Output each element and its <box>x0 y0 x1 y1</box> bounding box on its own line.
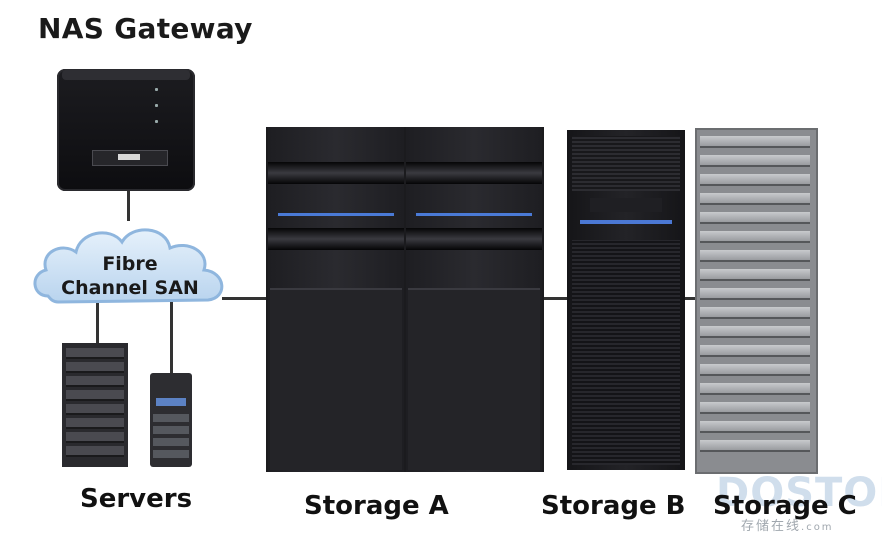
storage-a-bezel-band <box>406 228 542 250</box>
server-unit <box>66 390 124 401</box>
storage-c-label: Storage C <box>713 491 857 521</box>
storage-c-shelf <box>700 440 810 452</box>
cloud-label-line1: Fibre <box>102 253 158 275</box>
storage-c-shelf <box>700 421 810 433</box>
storage-a-blue-strip <box>416 213 532 216</box>
server-bay <box>153 414 189 422</box>
storage-c-shelf <box>700 402 810 414</box>
storage-c-shelf <box>700 250 810 262</box>
connector-storage-b-c <box>685 297 695 300</box>
storage-b-mesh-door <box>572 240 680 465</box>
diagram-title: NAS Gateway <box>38 12 253 45</box>
connector-san-server <box>96 300 99 343</box>
server-unit <box>66 348 124 359</box>
server-bay <box>153 438 189 446</box>
storage-a-label: Storage A <box>304 491 449 521</box>
storage-a-bezel-band <box>268 228 404 250</box>
watermark-suffix: .com <box>801 522 834 533</box>
connector-storage-a-b <box>544 297 567 300</box>
storage-c-shelf <box>700 364 810 376</box>
storage-a-bezel-band <box>268 162 404 184</box>
storage-c-shelf <box>700 212 810 224</box>
server-bay <box>153 450 189 458</box>
storage-b-logo-plate <box>590 198 662 212</box>
storage-c-shelf <box>700 288 810 300</box>
nas-led <box>155 88 158 91</box>
nas-led <box>155 104 158 107</box>
storage-a-lower-panel <box>408 288 540 470</box>
storage-b-label: Storage B <box>541 491 686 521</box>
storage-b-blue-strip <box>580 220 672 224</box>
storage-c-shelf <box>700 193 810 205</box>
storage-c-shelf <box>700 383 810 395</box>
watermark-cn-text: 存储在线.com <box>741 515 834 534</box>
storage-a-bezel-band <box>406 162 542 184</box>
connector-nas-san <box>127 191 130 221</box>
watermark-cn-main: 存储在线 <box>741 519 802 534</box>
server-bay <box>153 426 189 434</box>
fibre-channel-san-cloud <box>33 228 224 304</box>
connector-san-server <box>170 300 173 373</box>
nas-chassis <box>57 69 195 191</box>
nas-logo-plate <box>118 154 140 160</box>
storage-c-shelf <box>700 345 810 357</box>
server-unit <box>66 362 124 373</box>
server-unit <box>66 418 124 429</box>
storage-b-top-vents <box>572 136 680 191</box>
storage-a-blue-strip <box>278 213 394 216</box>
connector-san-storage-a <box>222 297 266 300</box>
watermark-logo: DOSTOR <box>716 470 882 516</box>
server-unit <box>66 432 124 443</box>
server-unit <box>66 376 124 387</box>
storage-c-shelf <box>700 269 810 281</box>
storage-c-shelf <box>700 231 810 243</box>
cloud-label-line2: Channel SAN <box>61 277 199 299</box>
nas-led <box>155 120 158 123</box>
nas-top-bezel <box>62 70 190 80</box>
storage-c-shelf <box>700 174 810 186</box>
storage-a-lower-panel <box>270 288 402 470</box>
server-blue-panel <box>156 398 186 406</box>
server-unit <box>66 446 124 457</box>
storage-c-shelf <box>700 155 810 167</box>
storage-c-shelf <box>700 136 810 148</box>
storage-c-shelf <box>700 307 810 319</box>
server-unit <box>66 404 124 415</box>
servers-label: Servers <box>80 484 193 514</box>
storage-c-shelf <box>700 326 810 338</box>
